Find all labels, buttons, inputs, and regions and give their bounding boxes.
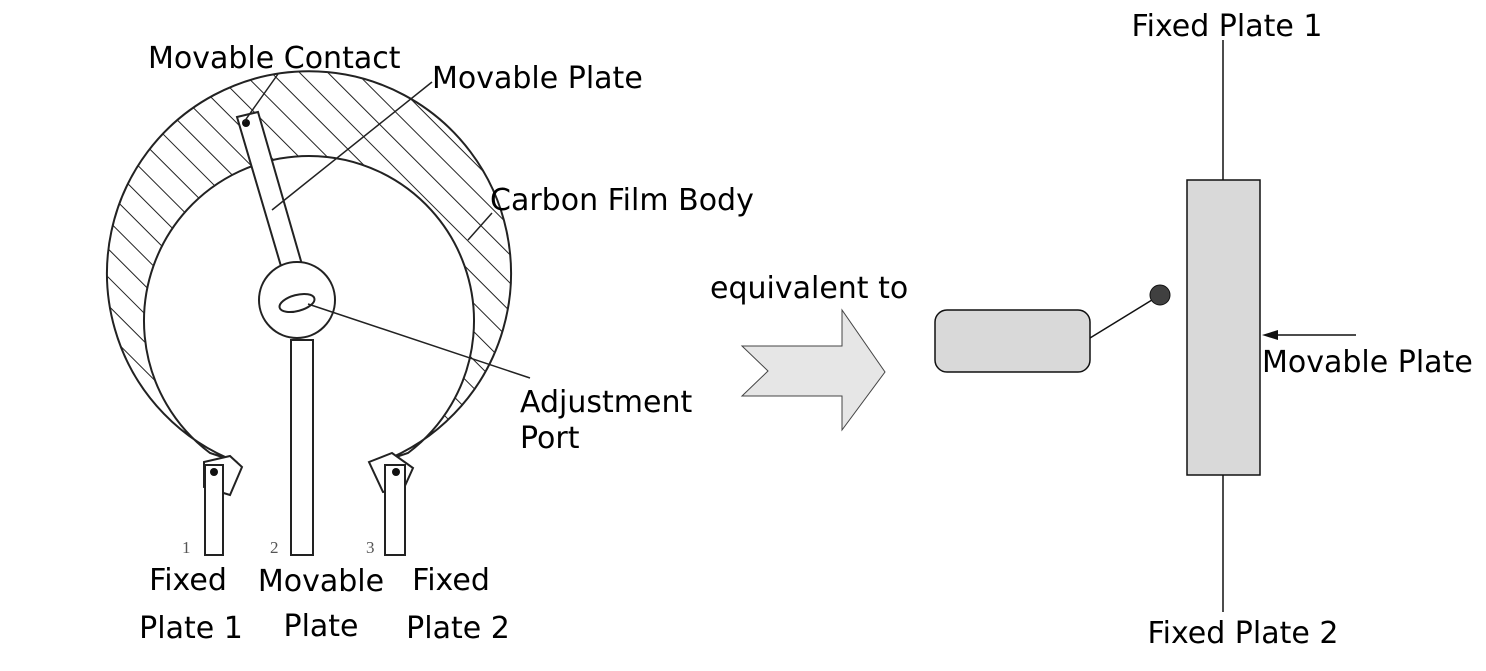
label-top-fixed-plate-1: Fixed Plate 1	[1132, 9, 1323, 44]
label-pin-2-line2: Plate	[283, 609, 358, 644]
label-pin-3-line2: Plate 2	[406, 611, 510, 646]
carbon-film-ring	[106, 70, 512, 463]
label-pin-1-line1: Fixed	[149, 563, 227, 598]
leader-movable-plate	[271, 81, 433, 211]
pin-3-number: 3	[366, 538, 375, 557]
label-pin-1-line2: Plate 1	[139, 611, 243, 646]
equivalence-arrow	[740, 308, 886, 432]
leader-movable-contact	[243, 73, 279, 123]
fixed-plate-2-contact-dot	[392, 468, 400, 476]
resistor-body	[1186, 179, 1261, 476]
label-pin-2-line1: Movable	[258, 564, 384, 599]
fixed-plate-1-contact-dot	[210, 468, 218, 476]
label-pin-3-line1: Fixed	[412, 563, 490, 598]
label-equivalent-to: equivalent to	[710, 271, 908, 306]
leader-carbon-film-body	[467, 212, 493, 241]
wiper-contact-dot	[1149, 284, 1171, 306]
label-movable-contact: Movable Contact	[148, 41, 401, 76]
wiper-link	[1089, 294, 1161, 339]
pin-2	[290, 339, 314, 556]
label-schematic-movable-plate: Movable Plate	[1262, 345, 1473, 380]
label-carbon-film-body: Carbon Film Body	[490, 183, 754, 218]
movable-plate-pointer-arrowhead	[1262, 330, 1278, 340]
label-adjustment-port-line1: Adjustment	[520, 385, 692, 420]
label-bottom-fixed-plate-2: Fixed Plate 2	[1148, 616, 1339, 651]
label-movable-plate: Movable Plate	[432, 61, 643, 96]
potentiometer-schematic: Fixed Plate 1 Fixed Plate 2 Movable Plat…	[934, 9, 1473, 651]
label-adjustment-port-line2: Port	[520, 421, 580, 456]
pin-2-number: 2	[270, 538, 279, 557]
equivalence-arrow-group: equivalent to	[710, 271, 908, 432]
potentiometer-physical: 1 2 3 Movable Contact Movable Plate Carb…	[106, 41, 754, 646]
pin-1	[204, 464, 224, 556]
adjustment-knob	[934, 309, 1091, 373]
adjustment-port	[278, 292, 316, 314]
pin-3	[384, 464, 406, 556]
leader-adjustment-port	[307, 303, 531, 379]
pin-1-number: 1	[182, 538, 191, 557]
